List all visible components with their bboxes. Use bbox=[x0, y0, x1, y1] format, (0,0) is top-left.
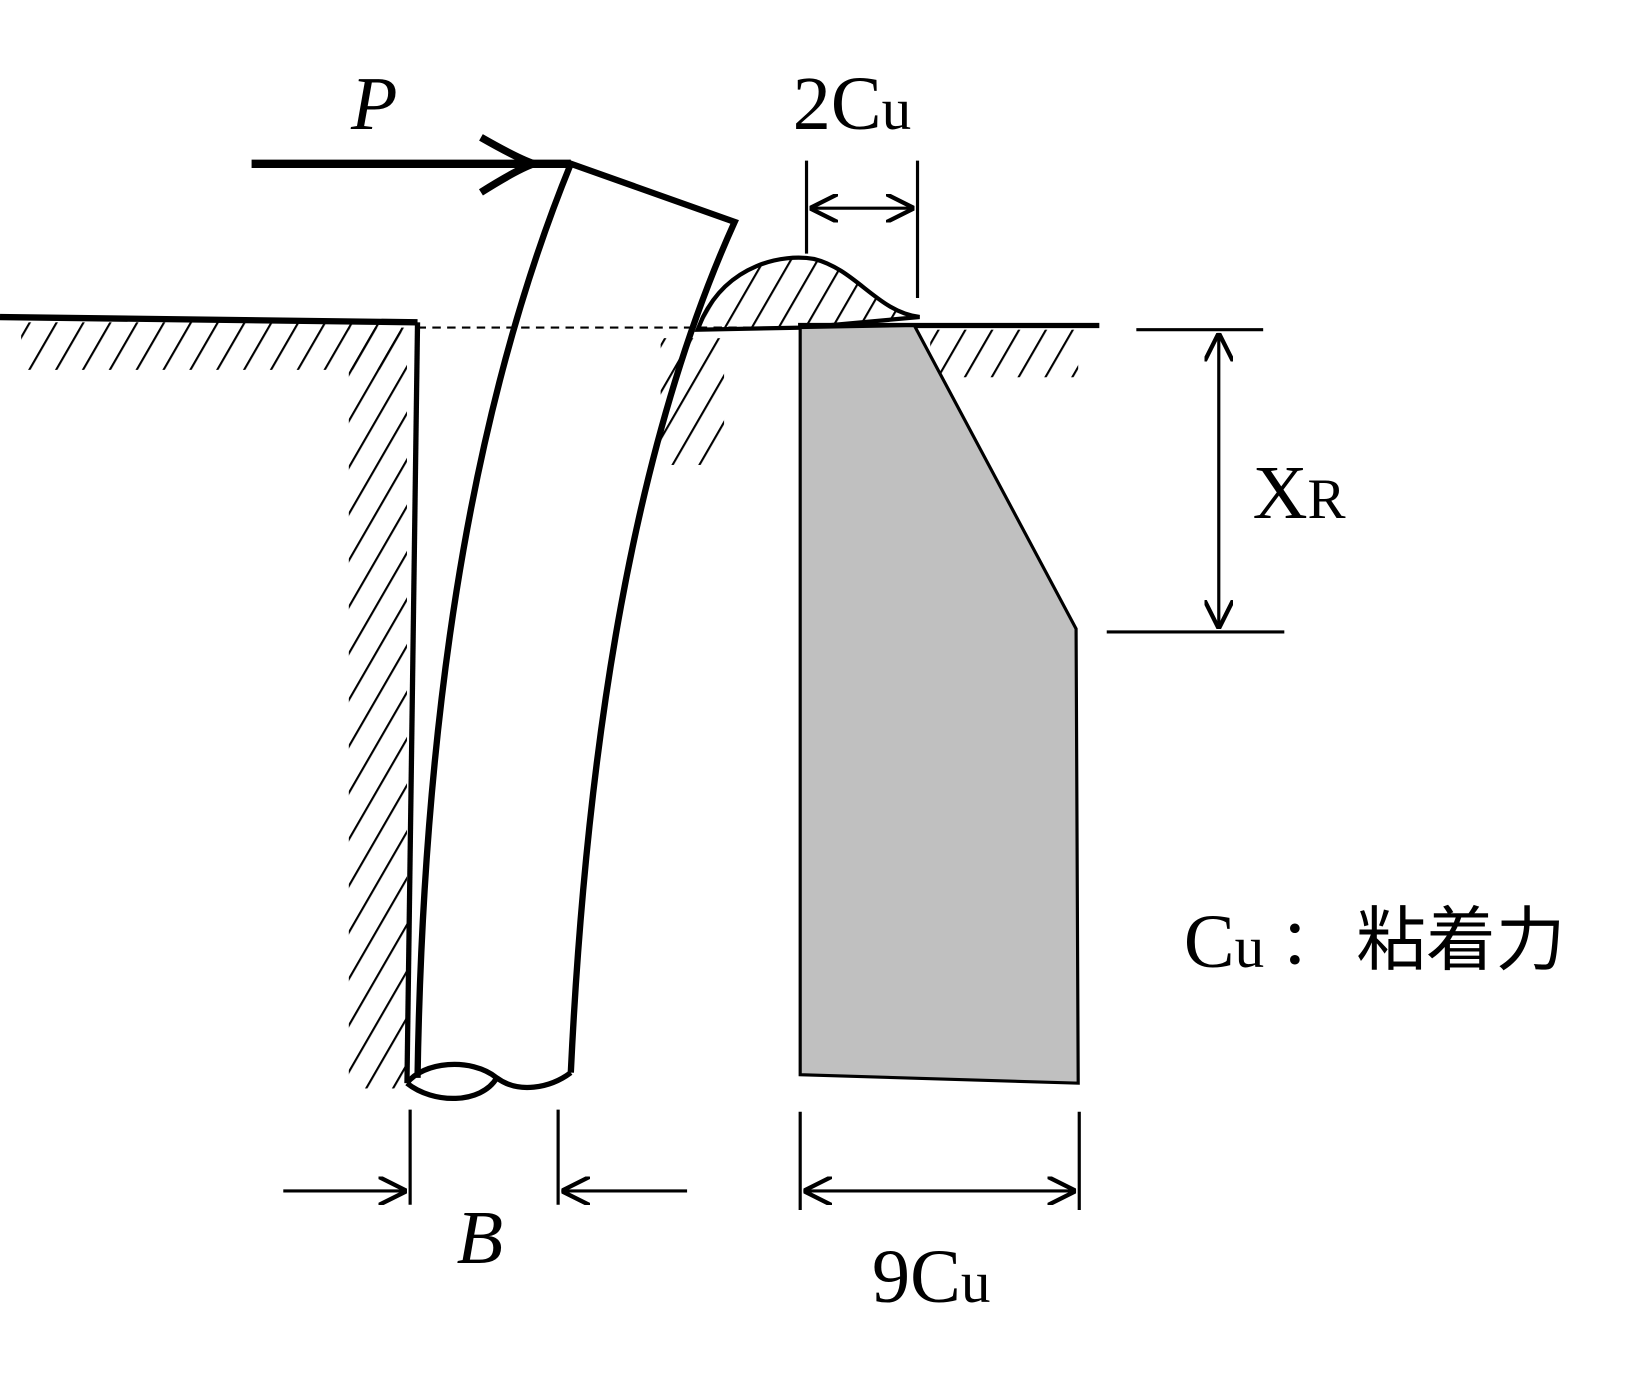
top-dim-sub: u bbox=[882, 76, 912, 142]
depth-dimension: XR bbox=[1106, 328, 1346, 634]
width-label: B bbox=[457, 1196, 503, 1280]
legend: Cu ： 粘着力 bbox=[1184, 900, 1566, 984]
depth-label: X bbox=[1253, 451, 1308, 535]
svg-text:XR: XR bbox=[1253, 451, 1346, 535]
svg-text:2Cu: 2Cu bbox=[793, 62, 911, 146]
legend-symbol: C bbox=[1184, 900, 1235, 984]
bottom-dim-label: 9C bbox=[872, 1235, 961, 1319]
depth-sub: R bbox=[1308, 468, 1346, 531]
bottom-dim-sub: u bbox=[961, 1249, 991, 1315]
top-dim-label: 2C bbox=[793, 62, 882, 146]
top-dimension: 2Cu bbox=[793, 62, 920, 299]
load-arrowhead bbox=[478, 134, 546, 196]
width-dimension: B bbox=[283, 1109, 688, 1280]
svg-text:9Cu: 9Cu bbox=[872, 1235, 990, 1319]
legend-sub: u bbox=[1235, 914, 1265, 980]
legend-description: 粘着力 bbox=[1356, 900, 1565, 981]
pile bbox=[404, 159, 739, 1102]
svg-text:Cu: Cu bbox=[1184, 900, 1264, 984]
ground-surface bbox=[0, 313, 1100, 378]
pressure-distribution bbox=[798, 323, 1080, 1085]
bottom-dimension: 9Cu bbox=[798, 1111, 1081, 1319]
legend-separator: ： bbox=[1279, 905, 1342, 979]
heaved-soil bbox=[694, 255, 920, 332]
load-label: P bbox=[350, 62, 397, 146]
soil-wall-left bbox=[348, 322, 421, 1089]
